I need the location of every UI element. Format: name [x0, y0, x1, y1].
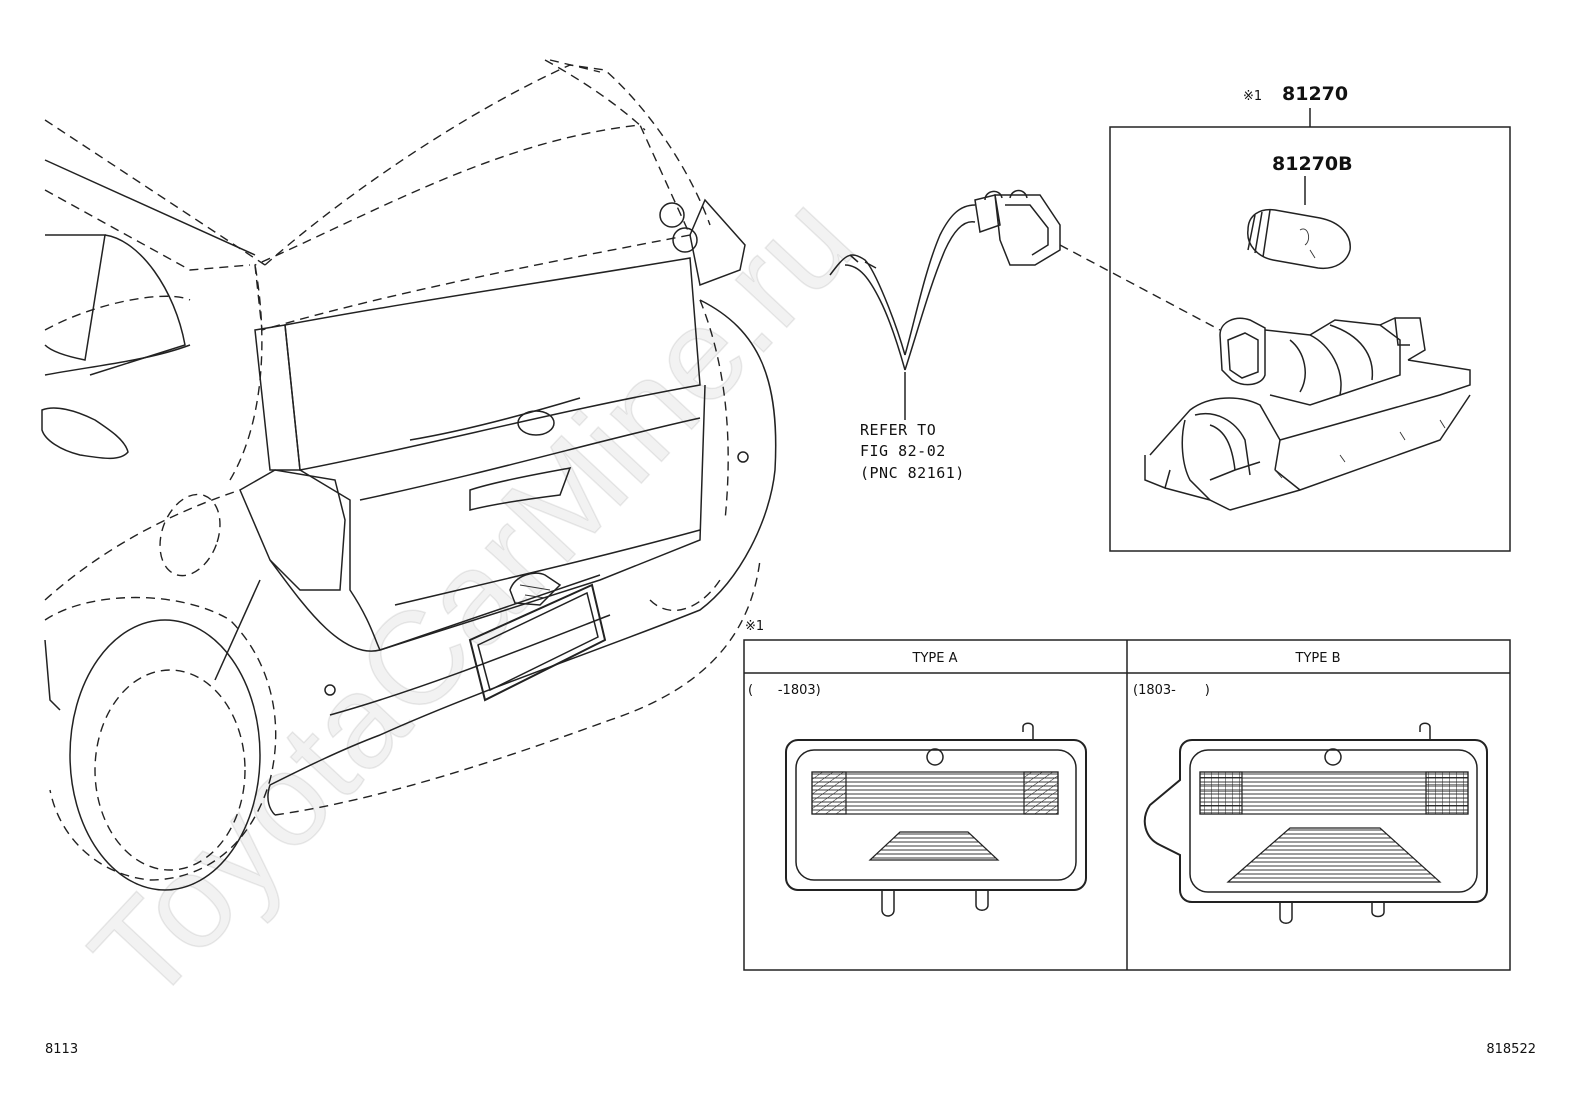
assembly-box [1109, 126, 1511, 552]
footer-right-code: 818522 [1486, 1042, 1536, 1057]
type-a-lamp [785, 722, 1087, 917]
refer-note-line3: (PNC 82161) [860, 464, 965, 482]
footer-left-code: 8113 [45, 1042, 78, 1057]
refer-note-line1: REFER TO [860, 421, 936, 439]
type-b-range: (1803- ) [1133, 683, 1210, 698]
type-b-header: TYPE B [1295, 651, 1341, 666]
type-a-range: ( -1803) [748, 683, 821, 698]
wire-harness-socket [829, 189, 1221, 420]
watermark-text: ToyotaCarMine.ru [63, 167, 881, 1029]
table-marker: ※1 [745, 619, 764, 634]
assembly-callout: ※1 81270 81270B [1109, 83, 1511, 552]
car-rear-illustration [41, 59, 777, 891]
type-b-lamp [1143, 722, 1488, 924]
bulb-icon [1247, 208, 1351, 270]
assembly-marker: ※1 [1243, 89, 1262, 104]
assembly-part-number: 81270 [1282, 83, 1348, 105]
license-lamp-housing [1144, 317, 1471, 511]
type-comparison-table: ※1 TYPE A TYPE B ( -1803) (1803- ) [743, 619, 1511, 971]
refer-note-line2: FIG 82-02 [860, 442, 946, 460]
bulb-part-number: 81270B [1272, 153, 1353, 175]
type-a-header: TYPE A [912, 651, 958, 666]
